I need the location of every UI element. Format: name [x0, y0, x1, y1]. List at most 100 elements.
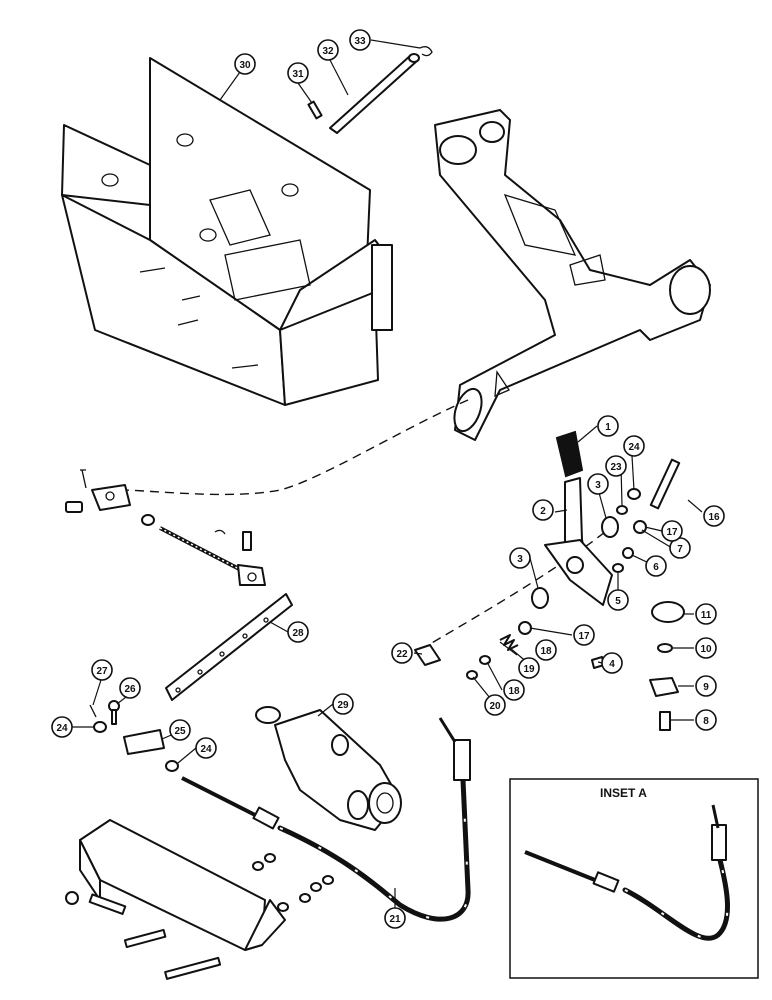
callout-32: 32: [317, 39, 339, 61]
threaded-rod-part: [159, 526, 266, 586]
callout-30: 30: [234, 53, 256, 75]
inset-a-title: INSET A: [600, 786, 647, 800]
svg-text:4: 4: [609, 659, 615, 670]
callout-26: 26: [119, 677, 141, 699]
callout-3: 3: [509, 547, 531, 569]
callout-18: 18: [535, 639, 557, 661]
callout-4: 4: [601, 652, 623, 674]
bolt-8-part: [659, 711, 671, 731]
inset-cable-part: [524, 804, 730, 941]
svg-text:7: 7: [677, 544, 683, 555]
pin-26-part: [108, 700, 120, 725]
callout-17: 17: [661, 520, 683, 542]
callout-1: 1: [597, 415, 619, 437]
svg-text:18: 18: [508, 686, 520, 697]
shield-housing-part: [61, 57, 393, 406]
svg-text:24: 24: [200, 744, 212, 755]
svg-text:22: 22: [396, 649, 408, 660]
svg-text:17: 17: [666, 527, 678, 538]
svg-text:21: 21: [389, 914, 401, 925]
callout-5: 5: [607, 589, 629, 611]
svg-text:31: 31: [292, 69, 304, 80]
callout-3: 3: [587, 473, 609, 495]
callout-22: 22: [391, 642, 413, 664]
bolts-part: [65, 853, 334, 980]
callout-11: 11: [695, 603, 717, 625]
inset-a: INSET A: [509, 778, 759, 979]
clevis-25-part: [123, 729, 165, 755]
washer-10-part: [657, 643, 673, 653]
svg-text:23: 23: [610, 462, 622, 473]
svg-text:8: 8: [703, 716, 709, 727]
callout-2: 2: [532, 499, 554, 521]
cotter-27-part: [89, 704, 97, 718]
callout-29: 29: [332, 693, 354, 715]
callout-16: 16: [703, 505, 725, 527]
svg-text:32: 32: [322, 46, 334, 57]
svg-text:18: 18: [540, 646, 552, 657]
svg-text:27: 27: [96, 666, 108, 677]
svg-text:2: 2: [540, 506, 546, 517]
callout-17: 17: [573, 624, 595, 646]
svg-text:5: 5: [615, 596, 621, 607]
leader-lines: [72, 39, 703, 908]
nut-24a-part: [93, 721, 107, 733]
callout-20: 20: [484, 694, 506, 716]
callout-6: 6: [645, 555, 667, 577]
svg-text:24: 24: [56, 723, 68, 734]
callout-19: 19: [518, 657, 540, 679]
svg-text:17: 17: [578, 631, 590, 642]
bracket-9-part: [649, 677, 679, 697]
clevis-part: [65, 469, 155, 526]
support-arm-part: [434, 109, 711, 441]
bushing-lower-part: [531, 587, 549, 609]
svg-text:3: 3: [517, 554, 523, 565]
svg-text:28: 28: [292, 628, 304, 639]
callout-33: 33: [349, 29, 371, 51]
callout-8: 8: [695, 709, 717, 731]
control-valve-part: [255, 706, 402, 831]
callout-31: 31: [287, 62, 309, 84]
callout-24: 24: [195, 737, 217, 759]
pivot-pin-part: [329, 53, 420, 134]
svg-text:16: 16: [708, 512, 720, 523]
callout-23: 23: [605, 455, 627, 477]
svg-text:3: 3: [595, 480, 601, 491]
callout-21: 21: [384, 907, 406, 929]
callout-18: 18: [503, 679, 525, 701]
lever-part: [544, 477, 613, 606]
svg-text:1: 1: [605, 422, 611, 433]
callout-27: 27: [91, 659, 113, 681]
bushing-upper-part: [601, 516, 619, 538]
callout-28: 28: [287, 621, 309, 643]
svg-text:10: 10: [700, 644, 712, 655]
callout-25: 25: [169, 719, 191, 741]
svg-text:6: 6: [653, 562, 659, 573]
callout-10: 10: [695, 637, 717, 659]
roll-pin-part: [307, 100, 323, 120]
lever-knob-part: [555, 430, 584, 478]
svg-text:20: 20: [489, 701, 501, 712]
linkage-path-line-lower: [419, 519, 621, 651]
callout-24: 24: [623, 435, 645, 457]
svg-text:11: 11: [701, 610, 712, 621]
svg-text:9: 9: [703, 682, 709, 693]
svg-text:24: 24: [628, 442, 640, 453]
callout-24: 24: [51, 716, 73, 738]
clamp-22-part: [414, 644, 441, 666]
linkage-path-line: [119, 399, 469, 496]
control-cable-part: [181, 717, 471, 922]
svg-text:33: 33: [354, 36, 366, 47]
callout-9: 9: [695, 675, 717, 697]
svg-text:19: 19: [523, 664, 535, 675]
svg-text:25: 25: [174, 726, 186, 737]
link-bar-part: [165, 593, 293, 701]
svg-text:26: 26: [124, 684, 136, 695]
svg-text:30: 30: [239, 60, 251, 71]
retaining-clip-part: [419, 46, 433, 57]
spring-part: [499, 634, 519, 651]
nut-24b-part: [165, 760, 179, 772]
mounting-bracket-part: [79, 819, 286, 951]
svg-text:29: 29: [337, 700, 349, 711]
